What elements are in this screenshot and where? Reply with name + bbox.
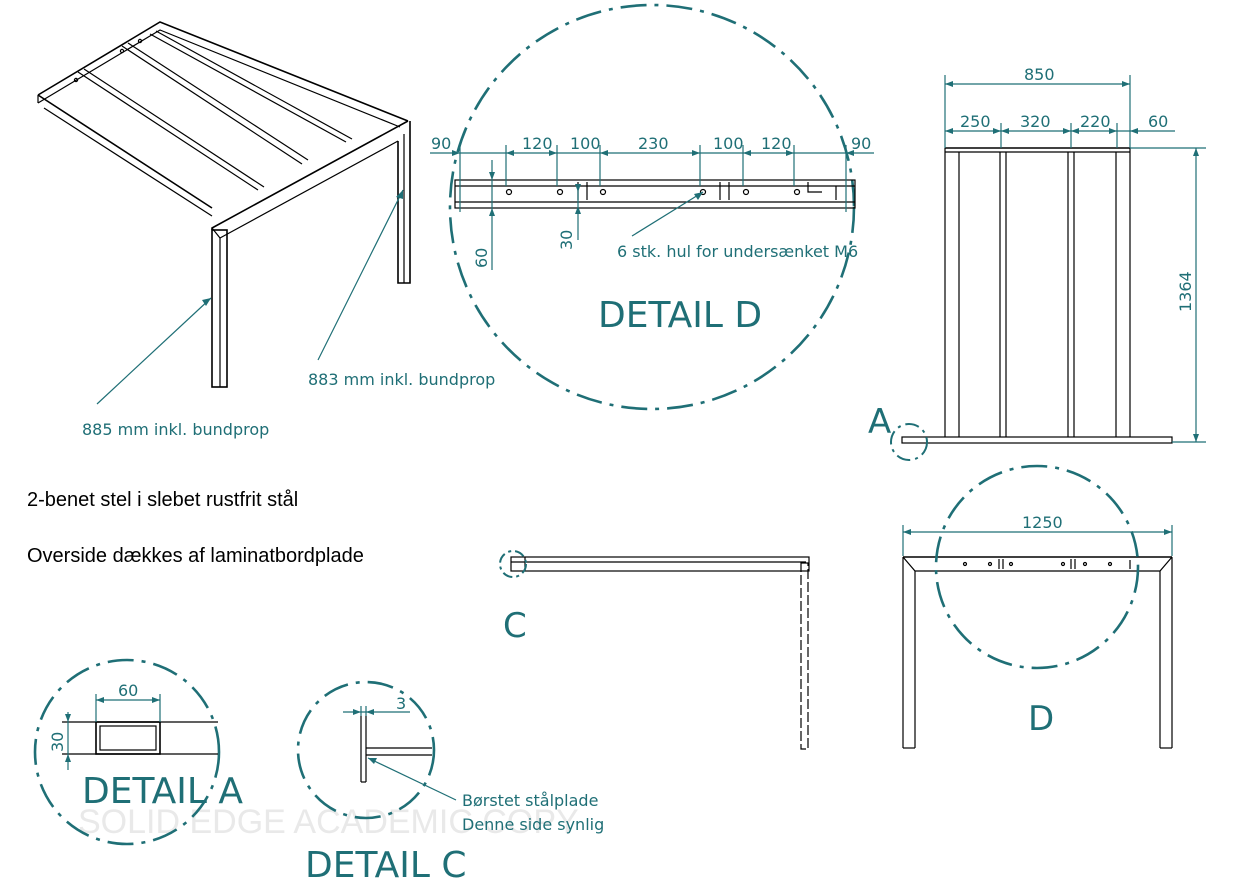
detail-a-title: DETAIL A [82,771,243,812]
dim-250: 250 [960,112,991,131]
detail-c-title: DETAIL C [305,845,467,885]
dim-d-60: 60 [472,248,491,268]
side-view [499,550,810,750]
dim-d-100-a: 100 [570,134,601,153]
detail-d-label: D [1028,699,1054,739]
detail-c-dim-3: 3 [396,694,406,713]
dim-60: 60 [1148,112,1168,131]
detail-c-label: C [503,606,527,646]
note-tabletop: Overside dækkes af laminatbordplade [27,545,364,567]
detail-a [33,658,221,846]
dim-d-120-a: 120 [522,134,553,153]
dim-d-30: 30 [557,230,576,250]
dim-1250: 1250 [1022,513,1063,532]
detail-c-note-2: Denne side synlig [462,815,604,834]
end-view [902,464,1173,749]
detail-a-label: A [868,402,891,442]
note-frame-description: 2-benet stel i slebet rustfrit stål [27,489,299,511]
dim-320: 320 [1020,112,1051,131]
dim-d-100-b: 100 [713,134,744,153]
dim-d-90-right: 90 [851,134,871,153]
dim-d-90-left: 90 [431,134,451,153]
hole-note: 6 stk. hul for undersænket M6 [617,242,858,261]
detail-c-circle [296,680,436,820]
isometric-view [37,21,411,405]
detail-d-title: DETAIL D [598,295,762,336]
detail-a-dim-60: 60 [118,681,138,700]
watermark: SOLID EDGE ACADEMIC COPY [78,803,579,841]
dim-d-120-b: 120 [761,134,792,153]
detail-a-dim-30: 30 [48,732,67,752]
detail-c [296,680,457,820]
dim-d-230: 230 [638,134,669,153]
dim-220: 220 [1080,112,1111,131]
detail-a-circle [33,658,221,846]
detail-d-circle [448,3,856,411]
detail-c-note-1: Børstet stålplade [462,791,598,810]
front-view [890,75,1206,461]
leg-left-note: 885 mm inkl. bundprop [82,420,269,439]
detail-d [430,3,874,411]
dim-850: 850 [1024,65,1055,84]
leg-right-note: 883 mm inkl. bundprop [308,370,495,389]
dim-1364: 1364 [1176,271,1195,312]
